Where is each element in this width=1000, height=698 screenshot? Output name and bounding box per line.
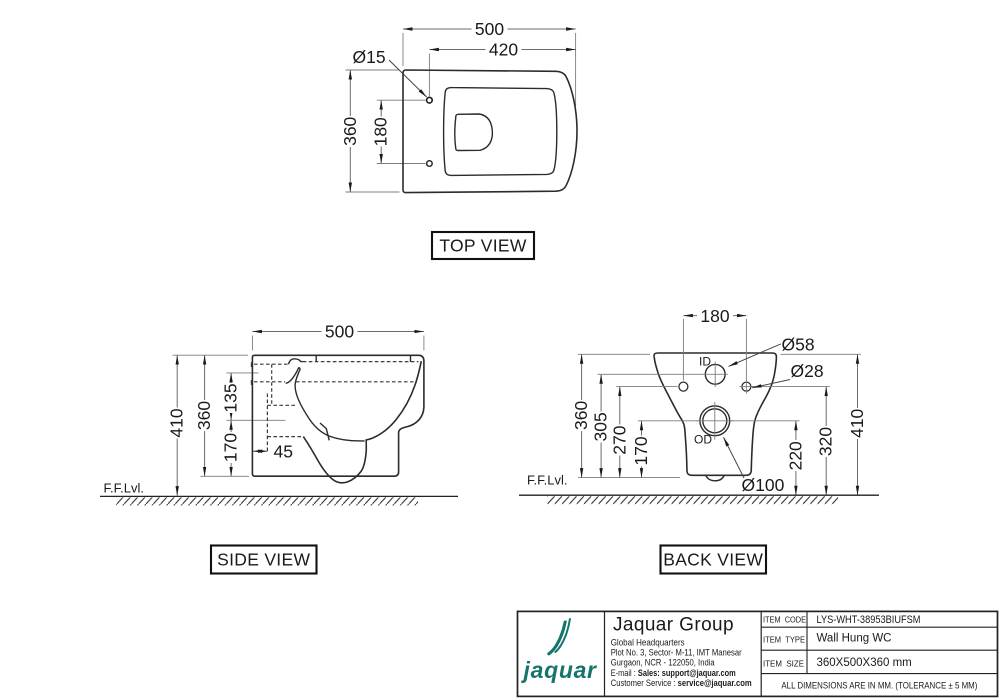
svg-text:360: 360 [194,401,214,430]
svg-text:320: 320 [816,427,836,456]
svg-text:Plot No. 3, Sector- M-11, IMT: Plot No. 3, Sector- M-11, IMT Manesar [611,648,742,658]
svg-text:ALL DIMENSIONS ARE IN MM. (TOL: ALL DIMENSIONS ARE IN MM. (TOLERANCE ± 5… [781,681,977,692]
svg-text:ITEM SIZE: ITEM SIZE [763,659,804,669]
svg-text:LYS-WHT-38953BIUFSM: LYS-WHT-38953BIUFSM [817,614,921,626]
svg-text:ITEM TYPE: ITEM TYPE [763,635,805,645]
svg-text:BACK VIEW: BACK VIEW [663,550,763,570]
svg-text:135: 135 [221,383,241,412]
svg-text:360: 360 [340,116,360,145]
svg-text:170: 170 [631,436,651,465]
svg-text:Ø58: Ø58 [782,335,815,355]
svg-text:360: 360 [571,401,591,430]
svg-text:170: 170 [221,433,241,462]
svg-text:jaquar: jaquar [521,657,598,683]
svg-text:410: 410 [847,408,867,437]
svg-text:ID: ID [699,355,711,369]
svg-text:180: 180 [700,306,729,326]
svg-text:OD: OD [694,433,712,447]
svg-text:Wall Hung WC: Wall Hung WC [817,633,892,645]
svg-text:Gurgaon, NCR - 122050, India: Gurgaon, NCR - 122050, India [611,658,715,668]
svg-text:Jaquar Group: Jaquar Group [613,615,734,636]
svg-text:E-mail : Sales: support@jaquar: E-mail : Sales: support@jaquar.com [611,668,736,678]
svg-text:Global Headquarters: Global Headquarters [611,638,685,648]
svg-text:F.F.Lvl.: F.F.Lvl. [104,481,144,496]
svg-text:270: 270 [609,425,629,454]
svg-text:ITEM CODE: ITEM CODE [763,615,806,625]
svg-text:420: 420 [489,40,518,60]
svg-text:Ø100: Ø100 [742,475,785,495]
svg-text:500: 500 [475,19,504,39]
svg-text:Customer Service : service@jaq: Customer Service : service@jaquar.com [611,678,752,688]
svg-text:360X500X360 mm: 360X500X360 mm [817,657,912,669]
svg-text:305: 305 [591,412,611,441]
svg-text:410: 410 [167,408,187,437]
svg-text:220: 220 [785,441,805,470]
svg-text:45: 45 [274,442,293,462]
svg-text:180: 180 [371,117,391,146]
svg-text:TOP VIEW: TOP VIEW [439,236,527,256]
svg-text:Ø15: Ø15 [353,47,386,67]
svg-text:SIDE VIEW: SIDE VIEW [217,550,310,570]
svg-text:Ø28: Ø28 [791,361,824,381]
svg-text:F.F.Lvl.: F.F.Lvl. [527,473,567,488]
svg-text:500: 500 [325,322,354,342]
